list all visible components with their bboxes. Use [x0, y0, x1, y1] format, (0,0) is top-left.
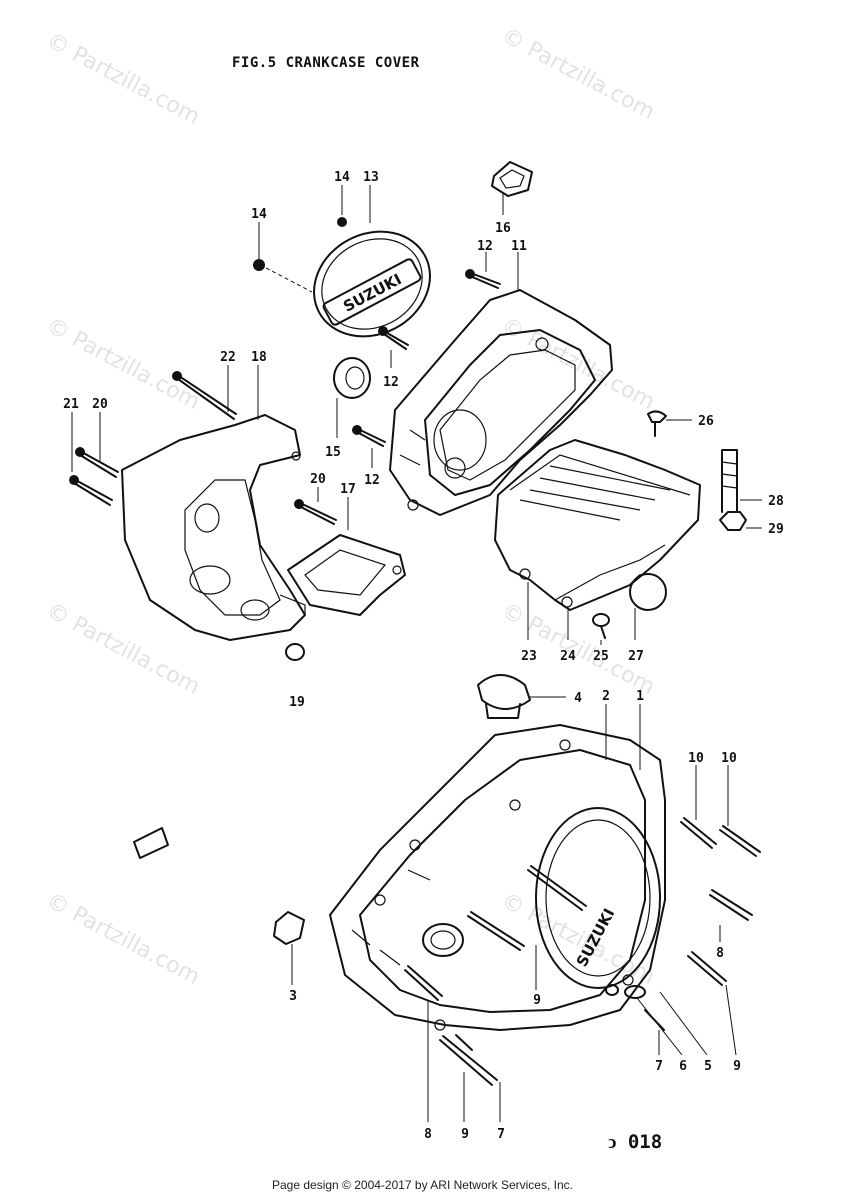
- callout-label: 3: [289, 989, 297, 1004]
- callout-label: 8: [716, 946, 724, 961]
- part-16-clip: [491, 161, 533, 197]
- part-4-filler-cap: [477, 674, 531, 719]
- callout-label: 10: [688, 751, 704, 766]
- watermark: © Partzilla.com: [42, 28, 204, 130]
- watermark: © Partzilla.com: [42, 598, 204, 700]
- part-27-plug: [629, 573, 667, 611]
- part-17-plate: [287, 534, 406, 616]
- part-28-29-stud: [719, 449, 747, 531]
- callouts: 14 13 14 16 12 11 22 18 12 21 20 15 12 2…: [63, 170, 784, 1142]
- callout-label: 17: [340, 482, 356, 497]
- callout-label: 29: [768, 522, 784, 537]
- page-code: ↄ 018: [608, 1131, 662, 1153]
- callout-label: 9: [733, 1059, 741, 1074]
- watermark: © Partzilla.com: [42, 888, 204, 990]
- callout-label: 9: [533, 993, 541, 1008]
- callout-label: 7: [655, 1059, 663, 1074]
- callout-label: 22: [220, 350, 236, 365]
- callout-label: 24: [560, 649, 576, 664]
- callout-label: 12: [477, 239, 493, 254]
- callout-label: 5: [704, 1059, 712, 1074]
- callout-label: 2: [602, 689, 610, 704]
- callout-label: 7: [497, 1127, 505, 1142]
- part-11-housing: [389, 289, 613, 516]
- callout-label: 15: [325, 445, 341, 460]
- callout-label: 25: [593, 649, 609, 664]
- long-bolts-upper-left: [69, 371, 337, 525]
- callout-label: 6: [679, 1059, 687, 1074]
- callout-label: 14: [251, 207, 267, 222]
- callout-label: 20: [310, 472, 326, 487]
- callout-label: 1: [636, 689, 644, 704]
- callout-label: 19: [289, 695, 305, 710]
- small-emblem: [133, 827, 169, 859]
- callout-label: 23: [521, 649, 537, 664]
- part-15-seal: [333, 357, 371, 399]
- callout-label: 4: [574, 691, 582, 706]
- callout-label: 18: [251, 350, 267, 365]
- part-26-screw: [647, 410, 667, 437]
- leader-lines: [71, 185, 762, 1122]
- footer-copyright: Page design © 2004-2017 by ARI Network S…: [271, 1178, 573, 1192]
- part-13-cap: SUZUKI: [313, 230, 431, 338]
- callout-label: 12: [383, 375, 399, 390]
- part-14-screws: [253, 217, 347, 293]
- callout-label: 27: [628, 649, 644, 664]
- callout-label: 16: [495, 221, 511, 236]
- part-1-2-main-cover: SUZUKI: [329, 724, 666, 1031]
- callout-label: 14: [334, 170, 350, 185]
- right-bolts: [404, 817, 761, 1086]
- callout-label: 28: [768, 494, 784, 509]
- part-19-nut: [285, 643, 305, 661]
- part-12-bolts: [352, 269, 501, 447]
- callout-label: 9: [461, 1127, 469, 1142]
- callout-label: 11: [511, 239, 527, 254]
- callout-label: 10: [721, 751, 737, 766]
- watermark: © Partzilla.com: [497, 23, 659, 125]
- part-3-dowel: [273, 911, 305, 945]
- figure-title: FIG.5 CRANKCASE COVER: [232, 55, 420, 71]
- part-23-24-finned-cover: [494, 439, 701, 611]
- callout-label: 13: [363, 170, 379, 185]
- callout-label: 26: [698, 414, 714, 429]
- part-25-screw: [592, 613, 610, 639]
- callout-label: 21: [63, 397, 79, 412]
- callout-label: 8: [424, 1127, 432, 1142]
- callout-label: 20: [92, 397, 108, 412]
- callout-label: 12: [364, 473, 380, 488]
- part-18-cover: [121, 414, 306, 641]
